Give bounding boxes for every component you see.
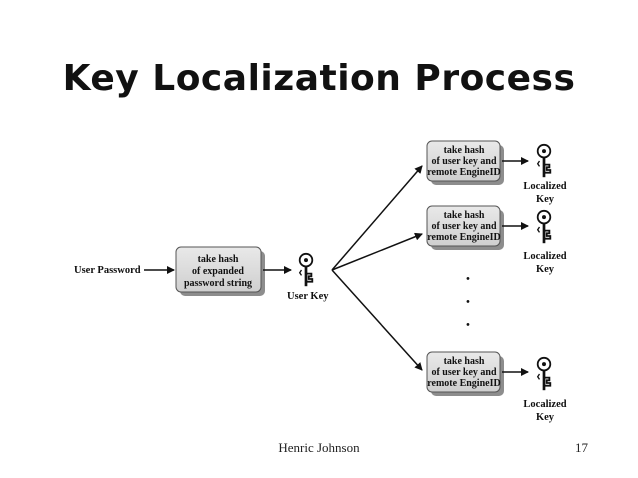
user-password-label: User Password [74, 265, 141, 276]
localized-key-2-line-2: Key [536, 264, 555, 275]
fanout-arrow-top [331, 165, 423, 271]
localize-hash-box-3: take hash of user key and remote EngineI… [426, 351, 504, 396]
localize-hash-box-1: take hash of user key and remote EngineI… [426, 140, 504, 185]
fanout-arrow-bottom [331, 269, 423, 371]
box1-line-2: of user key and [431, 156, 497, 167]
expand-hash-line-1: take hash [198, 254, 239, 265]
expand-hash-line-3: password string [184, 278, 252, 289]
user-key-icon [298, 252, 314, 288]
localized-key-3-line-1: Localized [523, 399, 566, 410]
footer-author: Henric Johnson [278, 440, 360, 455]
localize-hash-box-2: take hash of user key and remote EngineI… [426, 205, 504, 250]
user-key-label: User Key [287, 291, 329, 302]
slide-title: Key Localization Process [62, 58, 576, 99]
ellipsis-dot-3: • [466, 320, 470, 331]
localized-key-icon-1 [536, 143, 552, 179]
box3-line-2: of user key and [431, 367, 497, 378]
expand-hash-box: take hash of expanded password string [175, 246, 265, 296]
fanout-arrow-middle [331, 232, 423, 271]
box2-line-1: take hash [444, 210, 485, 221]
box2-line-2: of user key and [431, 221, 497, 232]
ellipsis-dot-1: • [466, 274, 470, 285]
localized-key-icon-3 [536, 356, 552, 392]
localized-key-1-line-2: Key [536, 194, 555, 205]
box1-line-1: take hash [444, 145, 485, 156]
ellipsis-dot-2: • [466, 297, 470, 308]
box3-line-1: take hash [444, 356, 485, 367]
localized-key-1-line-1: Localized [523, 181, 566, 192]
localized-key-3-line-2: Key [536, 412, 555, 423]
expand-hash-line-2: of expanded [192, 266, 244, 277]
box2-line-3: remote EngineID [427, 232, 500, 243]
page-number: 17 [575, 440, 588, 455]
box3-line-3: remote EngineID [427, 378, 500, 389]
localized-key-icon-2 [536, 209, 552, 245]
box1-line-3: remote EngineID [427, 167, 500, 178]
localized-key-2-line-1: Localized [523, 251, 566, 262]
